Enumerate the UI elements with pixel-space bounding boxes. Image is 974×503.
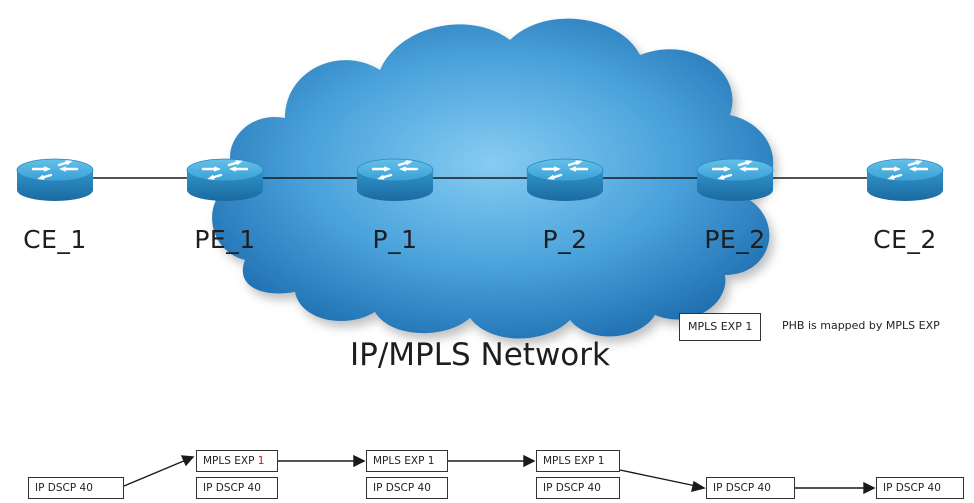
stack-ce1-ip-dscp: IP DSCP 40 bbox=[28, 477, 124, 499]
stack-pe1-ip-dscp: IP DSCP 40 bbox=[196, 477, 278, 499]
label-flow-arrows bbox=[123, 454, 876, 495]
router-icon-pe2 bbox=[696, 158, 774, 201]
router-icon-ce1 bbox=[16, 158, 94, 201]
stack-pe2-ip-dscp: IP DSCP 40 bbox=[706, 477, 795, 499]
router-icon-p2 bbox=[526, 158, 604, 201]
legend-description: PHB is mapped by MPLS EXP bbox=[782, 319, 940, 332]
node-label-p1: P_1 bbox=[372, 225, 418, 254]
stack-p1-mpls-exp: MPLS EXP 1 bbox=[366, 450, 448, 472]
stack-p2-ip-dscp: IP DSCP 40 bbox=[536, 477, 620, 499]
arrowhead-ce1-pe1 bbox=[180, 455, 195, 467]
node-label-p2: P_2 bbox=[542, 225, 588, 254]
arrowhead-pe2-ce2 bbox=[863, 481, 876, 495]
arrowhead-p1-p2 bbox=[523, 454, 536, 468]
network-title: IP/MPLS Network bbox=[350, 337, 610, 373]
stack-pe1-mpls-exp-text: MPLS EXP bbox=[203, 455, 258, 467]
stack-ce2-ip-dscp: IP DSCP 40 bbox=[876, 477, 964, 499]
arrow-p2-pe2 bbox=[619, 469, 697, 487]
node-label-pe2: PE_2 bbox=[704, 225, 766, 254]
arrow-ce1-pe1 bbox=[123, 459, 187, 487]
stack-p1-ip-dscp: IP DSCP 40 bbox=[366, 477, 448, 499]
router-icon-ce2 bbox=[866, 158, 944, 201]
arrowhead-pe1-p1 bbox=[353, 454, 366, 468]
arrowhead-p2-pe2 bbox=[691, 480, 706, 492]
stack-pe1-mpls-exp: MPLS EXP 1 bbox=[196, 450, 278, 472]
node-label-ce2: CE_2 bbox=[873, 225, 937, 254]
router-icon-p1 bbox=[356, 158, 434, 201]
stack-p2-mpls-exp: MPLS EXP 1 bbox=[536, 450, 620, 472]
legend-mpls-exp-box: MPLS EXP 1 bbox=[679, 313, 762, 341]
router-icon-pe1 bbox=[186, 158, 264, 201]
node-label-ce1: CE_1 bbox=[23, 225, 87, 254]
node-label-pe1: PE_1 bbox=[194, 225, 256, 254]
stack-pe1-mpls-exp-value: 1 bbox=[257, 455, 265, 467]
